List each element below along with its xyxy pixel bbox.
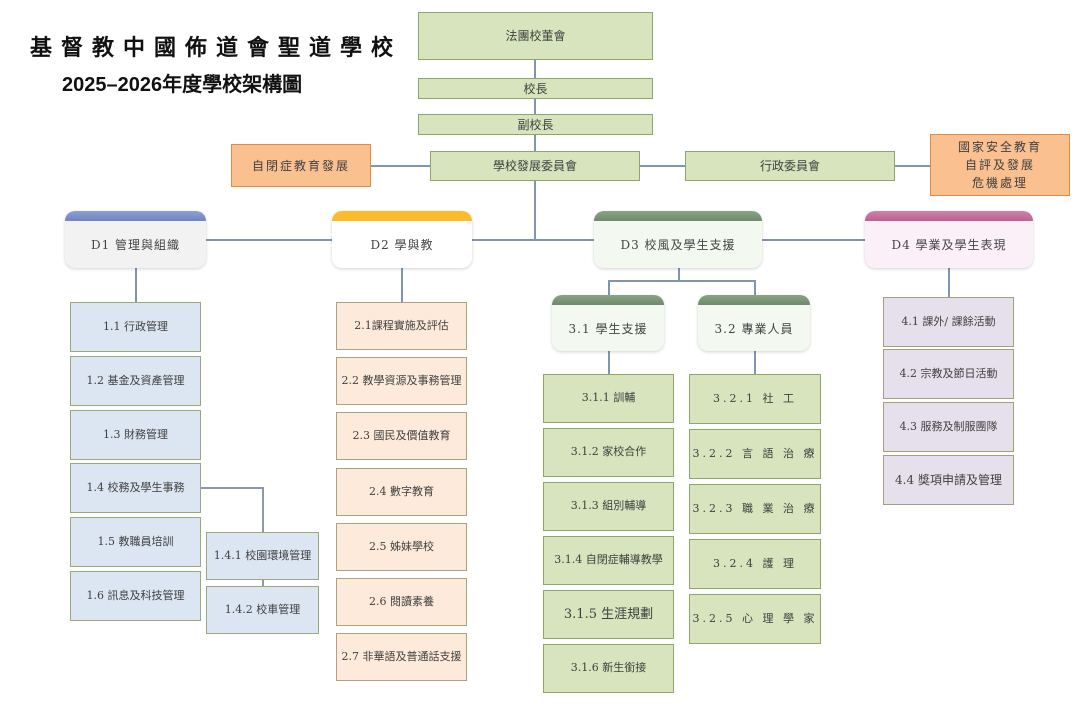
domain-d4-header: D4 學業及學生表現 — [865, 211, 1033, 268]
admin-committee-box: 行政委員會 — [685, 151, 895, 181]
domain-d3-header: D3 校風及學生支援 — [594, 211, 762, 268]
connector-line — [608, 350, 610, 375]
connector-line — [262, 580, 264, 586]
side-line-crisis: 危機處理 — [971, 176, 1028, 190]
side-line-national-security: 國家安全教育 — [957, 140, 1042, 154]
d3-1-item: 3.1.5 生涯規劃 — [543, 590, 674, 639]
domain-d1-header: D1 管理與組織 — [65, 211, 206, 268]
domain-label: D1 管理與組織 — [90, 238, 181, 252]
connector-line — [608, 280, 756, 282]
d1-item: 1.5 教職員培訓 — [70, 517, 201, 567]
group-label: 3.1 學生支援 — [568, 321, 648, 336]
d3-1-item: 3.1.4 自閉症輔導教學 — [543, 536, 674, 585]
d1-item: 1.1 行政管理 — [70, 302, 201, 352]
group-label: 3.2 專業人員 — [714, 321, 794, 336]
connector-line — [895, 165, 930, 167]
connector-line — [262, 487, 264, 532]
d2-item: 2.1課程實施及評估 — [336, 302, 467, 350]
chart-title: 2025–2026年度學校架構圖 — [62, 74, 303, 96]
domain-label: D4 學業及學生表現 — [891, 238, 1007, 252]
d2-item: 2.2 教學資源及事務管理 — [336, 357, 467, 405]
group-accent-bar — [698, 295, 810, 305]
group-student-support-header: 3.1 學生支援 — [552, 295, 664, 351]
connector-line — [608, 280, 610, 296]
domain-label: D2 學與教 — [370, 238, 434, 252]
d1-item: 1.2 基金及資產管理 — [70, 356, 201, 406]
group-professionals-header: 3.2 專業人員 — [698, 295, 810, 351]
connector-line — [135, 267, 137, 303]
d2-item: 2.7 非華語及普通話支援 — [336, 633, 467, 681]
d1-sub-item: 1.4.1 校園環境管理 — [206, 532, 319, 580]
d3-1-item: 3.1.6 新生銜接 — [543, 644, 674, 693]
connector-line — [370, 165, 430, 167]
domain-accent-bar — [65, 211, 206, 221]
d4-item: 4.2 宗教及節日活動 — [883, 349, 1014, 399]
d4-item: 4.3 服務及制服團隊 — [883, 402, 1014, 452]
domain-accent-bar — [594, 211, 762, 221]
connector-line — [678, 267, 680, 281]
connector-line — [534, 58, 536, 240]
autism-development-box: 自閉症教育發展 — [231, 144, 371, 187]
d1-item: 1.6 訊息及科技管理 — [70, 571, 201, 621]
connector-line — [205, 239, 865, 241]
d4-item: 4.4 獎項申請及管理 — [883, 455, 1014, 505]
connector-line — [754, 280, 756, 296]
principal-box: 校長 — [418, 78, 653, 99]
d3-1-item: 3.1.2 家校合作 — [543, 428, 674, 477]
d3-2-item: 3.2.5 心 理 學 家 — [689, 594, 821, 644]
side-line-self-evaluation: 自評及發展 — [964, 158, 1035, 172]
board-box: 法團校董會 — [418, 12, 653, 60]
connector-line — [754, 350, 756, 375]
d3-2-item: 3.2.2 言 語 治 療 — [689, 429, 821, 479]
connector-line — [948, 267, 950, 297]
domain-d2-header: D2 學與教 — [332, 211, 472, 268]
d3-1-item: 3.1.1 訓輔 — [543, 374, 674, 423]
vice-principal-box: 副校長 — [418, 114, 653, 135]
d4-item: 4.1 課外/ 課餘活動 — [883, 297, 1014, 347]
d1-item: 1.3 財務管理 — [70, 410, 201, 460]
group-accent-bar — [552, 295, 664, 305]
domain-accent-bar — [865, 211, 1033, 221]
domain-label: D3 校風及學生支援 — [620, 238, 736, 252]
d3-2-item: 3.2.4 護 理 — [689, 539, 821, 589]
domain-accent-bar — [332, 211, 472, 221]
d1-item: 1.4 校務及學生事務 — [70, 463, 201, 513]
d2-item: 2.4 數字教育 — [336, 468, 467, 516]
d2-item: 2.6 閱讀素養 — [336, 578, 467, 626]
development-committee-box: 學校發展委員會 — [430, 151, 640, 181]
d3-1-item: 3.1.3 組別輔導 — [543, 482, 674, 531]
connector-line — [640, 165, 685, 167]
d2-item: 2.5 姊妹學校 — [336, 523, 467, 571]
d2-item: 2.3 國民及價值教育 — [336, 412, 467, 460]
d3-2-item: 3.2.1 社 工 — [689, 374, 821, 424]
d1-sub-item: 1.4.2 校車管理 — [206, 586, 319, 634]
security-selfeval-crisis-box: 國家安全教育 自評及發展 危機處理 — [930, 134, 1070, 196]
connector-line — [401, 267, 403, 303]
connector-line — [200, 487, 263, 489]
school-name: 基督教中國佈道會聖道學校 — [30, 35, 403, 60]
d3-2-item: 3.2.3 職 業 治 療 — [689, 484, 821, 534]
